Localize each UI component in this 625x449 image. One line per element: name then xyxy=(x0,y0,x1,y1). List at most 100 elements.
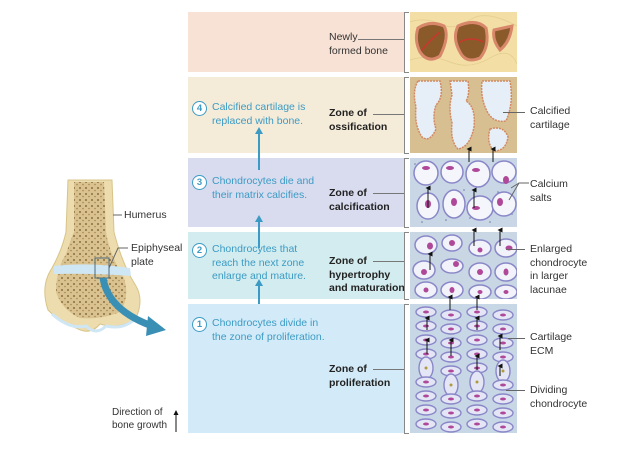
cell-nucleus xyxy=(448,397,454,401)
calcified-cartilage xyxy=(449,80,476,150)
blood-vessel xyxy=(421,31,441,51)
step-number: 4 xyxy=(192,101,207,116)
cell-nucleus xyxy=(500,397,506,401)
cell-nucleus xyxy=(474,394,480,398)
step-text: Chondrocytes divide in the zone of proli… xyxy=(212,317,325,343)
dying-chondrocyte xyxy=(465,160,491,188)
cell-nucleus xyxy=(475,380,479,384)
zoom-arrow xyxy=(99,277,154,330)
step-number: 1 xyxy=(192,317,207,332)
arrowhead-3 xyxy=(255,127,263,134)
label-dividing-chondrocyte: Dividing chondrocyte xyxy=(530,384,588,410)
band-calcification xyxy=(188,158,405,227)
label-epiphyseal-plate: Epiphyseal plate xyxy=(131,242,183,268)
zone-label-new-bone: Newly formed bone xyxy=(329,31,388,57)
calcified-cartilage xyxy=(480,80,513,123)
leader-line xyxy=(373,114,404,115)
label-humerus: Humerus xyxy=(124,209,167,221)
zone-label-ossification: Zone of ossification xyxy=(329,107,388,133)
zone-label-calcification: Zone of calcification xyxy=(329,187,390,213)
step-1: 1 Chondrocytes divide in the zone of pro… xyxy=(192,317,325,344)
cell-nucleus xyxy=(474,338,480,342)
panel-proliferation xyxy=(410,304,517,433)
dying-chondrocyte xyxy=(440,160,464,184)
leader-line xyxy=(506,390,525,391)
cell-nucleus xyxy=(500,355,506,359)
cell-nucleus xyxy=(423,380,429,384)
label-calcium-salts: Calcium salts xyxy=(530,178,568,204)
cell-nucleus xyxy=(474,408,480,412)
cell-nucleus xyxy=(448,425,454,429)
calcified-cartilage xyxy=(487,127,509,152)
humerus-illustration xyxy=(44,170,166,336)
panel-hypertrophy xyxy=(410,232,517,299)
cell-nucleus xyxy=(448,355,454,359)
bracket-calcification xyxy=(404,158,409,228)
cell-nucleus xyxy=(500,341,506,345)
panel-new-bone xyxy=(410,12,517,72)
articular-cartilage xyxy=(51,312,138,333)
band-hypertrophy xyxy=(188,232,405,299)
cell-nucleus xyxy=(500,383,506,387)
bone-trabecula xyxy=(453,21,489,62)
bracket-new-bone xyxy=(404,12,409,73)
cell-nucleus xyxy=(500,411,506,415)
cell-nucleus xyxy=(449,383,453,387)
arrowhead-2 xyxy=(255,215,263,222)
leader-line xyxy=(108,247,128,269)
cell-nucleus xyxy=(448,313,454,317)
bracket-hypertrophy xyxy=(404,232,409,300)
enlarged-chondrocyte xyxy=(414,235,438,255)
leader-line xyxy=(506,249,525,250)
label-enlarged-chondrocyte: Enlarged chondrocyte in larger lacunae xyxy=(530,243,588,296)
cell-nucleus xyxy=(448,327,454,331)
zone-label-hypertrophy: Zone of hypertrophy and maturation xyxy=(329,255,405,294)
step-4: 4 Calcified cartilage is replaced with b… xyxy=(192,101,305,128)
step-arrow-1-2 xyxy=(258,282,260,304)
step-3: 3 Chondrocytes die and their matrix calc… xyxy=(192,175,314,202)
band-new-bone xyxy=(188,12,405,72)
panel-ossification xyxy=(410,77,517,153)
calcium-salts-leader xyxy=(508,182,529,201)
epiphyseal-plate xyxy=(54,264,131,276)
cell-nucleus xyxy=(448,369,454,373)
bracket-ossification xyxy=(404,77,409,154)
step-text: Chondrocytes die and their matrix calcif… xyxy=(212,175,315,201)
dying-chondrocyte xyxy=(413,160,439,186)
cell-nucleus xyxy=(500,327,506,331)
leader-line xyxy=(373,369,404,370)
label-cartilage-ecm: Cartilage ECM xyxy=(530,331,573,357)
step-number: 2 xyxy=(192,243,207,258)
band-ossification xyxy=(188,77,405,153)
leader-line xyxy=(373,261,404,262)
step-number: 3 xyxy=(192,175,207,190)
direction-label: Direction of bone growth xyxy=(112,407,168,431)
calcified-cartilage xyxy=(413,80,443,140)
leader-line xyxy=(358,39,404,40)
direction-arrow-icon xyxy=(173,410,179,432)
zoom-arrowhead xyxy=(146,316,166,336)
bracket-proliferation xyxy=(404,304,409,434)
cell-nucleus xyxy=(423,310,429,314)
cell-nucleus xyxy=(424,366,428,370)
step-text: Calcified cartilage is replaced with bon… xyxy=(212,101,306,127)
cell-nucleus xyxy=(423,408,429,412)
cell-nucleus xyxy=(423,422,429,426)
step-arrow-2-3 xyxy=(258,218,260,248)
spongy-bone xyxy=(56,182,127,319)
leader-line xyxy=(373,193,404,194)
cell-nucleus xyxy=(500,313,506,317)
leader-line xyxy=(508,338,525,339)
cell-nucleus xyxy=(500,425,506,429)
cell-nucleus xyxy=(501,369,505,373)
cell-nucleus xyxy=(474,422,480,426)
zone-label-proliferation: Zone of proliferation xyxy=(329,363,391,389)
step-2: 2 Chondrocytes that reach the next zone … xyxy=(192,243,306,284)
dying-chondrocyte xyxy=(491,160,517,184)
step-arrow-3-4 xyxy=(258,130,260,170)
bone-trabecula xyxy=(492,24,514,53)
blood-vessel xyxy=(459,38,485,43)
step-text: Chondrocytes that reach the next zone en… xyxy=(212,243,306,282)
